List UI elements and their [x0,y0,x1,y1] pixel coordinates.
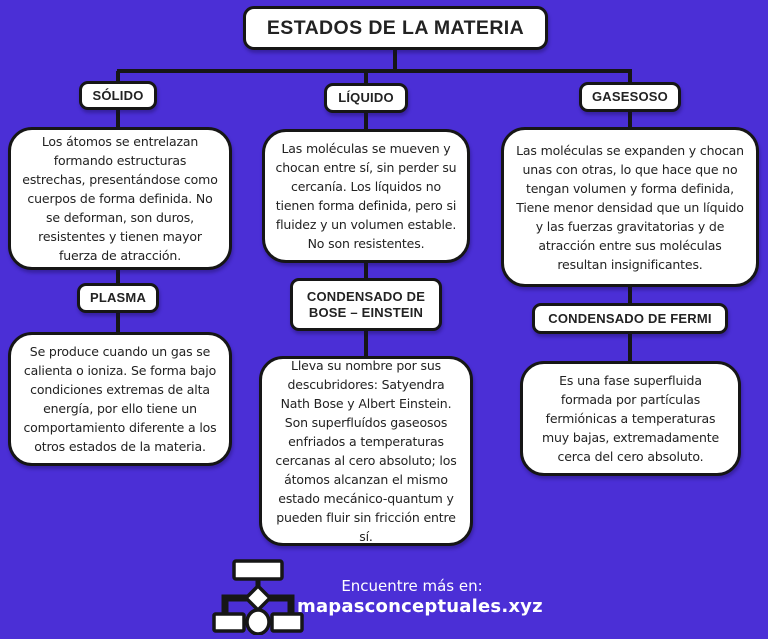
node-gasesoso-description: Las moléculas se expanden y chocan unas … [501,127,759,287]
node-fermi-description: Es una fase superfluida formada por part… [520,361,741,476]
footer-site-link[interactable]: mapasconceptuales.xyz [297,596,543,617]
connector-bose-desc [364,329,368,358]
node-plasma-description: Se produce cuando un gas se calienta o i… [8,332,232,466]
node-bose-einstein: CONDENSADO DE BOSE – EINSTEIN [290,278,442,331]
node-solido: SÓLIDO [79,81,157,110]
connector-drop-liquido [364,71,368,85]
connector-drop-solido [116,71,120,84]
connector-solido-desc [116,109,120,130]
connector-plasma-desc [116,311,120,334]
node-gasesoso: GASESOSO [579,82,681,112]
connector-gasesoso-desc [628,111,632,130]
footer: Encuentre más en: mapasconceptuales.xyz [297,577,543,618]
connector-fermi-desc [628,332,632,363]
connector-liquido-desc [364,112,368,132]
connector-drop-gasesoso [628,71,632,84]
connector-desc-fermi [628,285,632,305]
connector-title-drop [393,48,397,71]
connector-bus [117,69,632,73]
node-liquido-description: Las moléculas se mueven y chocan entre s… [262,129,470,263]
node-plasma: PLASMA [77,283,159,313]
node-liquido: LÍQUIDO [324,83,408,113]
footer-prompt: Encuentre más en: [341,577,483,595]
node-solido-description: Los átomos se entrelazan formando estruc… [8,127,232,270]
node-fermi: CONDENSADO DE FERMI [532,303,728,334]
title-node: ESTADOS DE LA MATERIA [243,6,548,50]
connector-desc-bose [364,260,368,280]
node-bose-einstein-description: Lleva su nombre por sus descubridores: S… [259,356,473,546]
flowchart-icon [211,557,305,639]
connector-desc-plasma [116,267,120,285]
